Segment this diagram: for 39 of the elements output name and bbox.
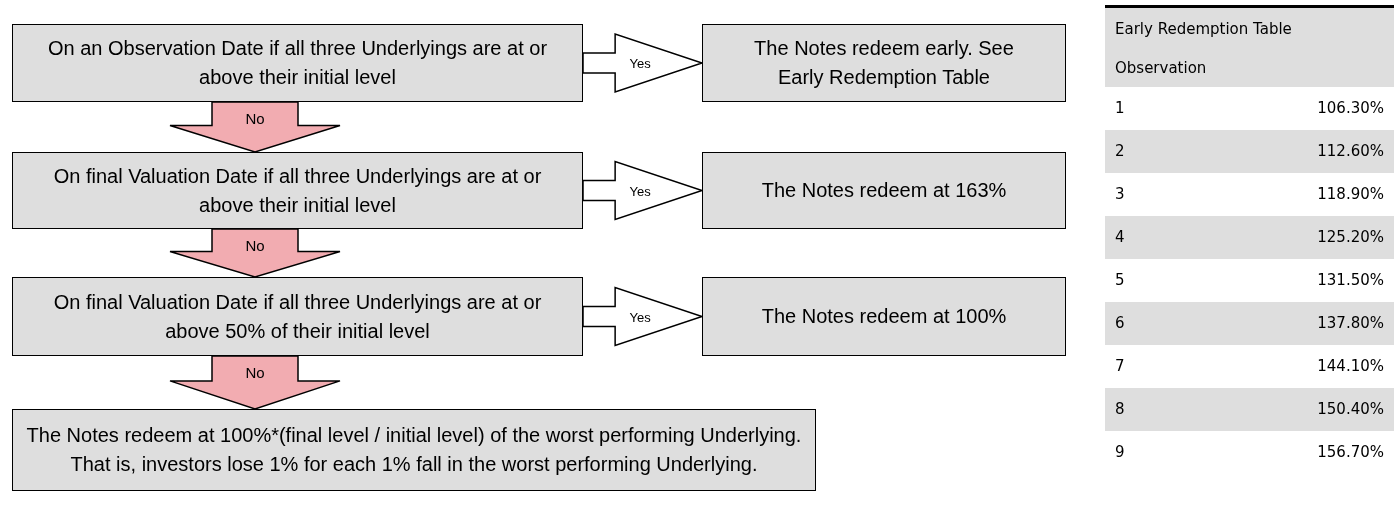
table-cell-text: 5 [1115, 270, 1125, 292]
table-cell-text: 7 [1115, 356, 1125, 378]
table-cell-text: 156.70% [1317, 442, 1384, 464]
process-box: The Notes redeem at 100%*(final level / initial level) of the worst performing Underlying. That is, investors lose 1% for each 1% fall in the worst performing Underlying. [12, 409, 816, 491]
process-box: The Notes redeem early. See Early Redemption Table [702, 24, 1066, 102]
table-cell-text: 2 [1115, 141, 1125, 163]
edge-label: Yes [629, 184, 651, 197]
block-arrow [582, 160, 705, 221]
process-box: The Notes redeem at 163% [702, 152, 1066, 229]
edge-label: No [245, 364, 265, 380]
table-cell-text: 144.10% [1317, 356, 1384, 378]
table-cell-text: 8 [1115, 399, 1125, 421]
table-cell-text: 9 [1115, 442, 1125, 464]
table-cell-text: 125.20% [1317, 227, 1384, 249]
block-arrow [582, 286, 705, 347]
table-cell-text: 137.80% [1317, 313, 1384, 335]
block-arrow [582, 32, 705, 94]
table-cell-text: 106.30% [1317, 98, 1384, 120]
table-header: Early Redemption Table [1115, 19, 1293, 40]
block-arrow [169, 228, 341, 278]
edge-label: No [245, 237, 265, 253]
process-box: The Notes redeem at 100% [702, 277, 1066, 356]
process-box: On final Valuation Date if all three Underlyings are at or above 50% of their initial level [12, 277, 583, 356]
edge-label: No [245, 110, 265, 126]
table-cell-text: 112.60% [1317, 141, 1384, 163]
block-arrow [169, 355, 341, 410]
table-cell-text: 118.90% [1317, 184, 1384, 206]
process-box: On final Valuation Date if all three Underlyings are at or above their initial level [12, 152, 583, 229]
table-cell-text: 3 [1115, 184, 1125, 206]
table-cell-text: 150.40% [1317, 399, 1384, 421]
process-box: On an Observation Date if all three Underlyings are at or above their initial level [12, 24, 583, 102]
table-cell-text: 1 [1115, 98, 1125, 120]
table-cell-text: 6 [1115, 313, 1125, 335]
table-cell-text: 131.50% [1317, 270, 1384, 292]
edge-label: Yes [629, 310, 651, 323]
table-cell-text: 4 [1115, 227, 1125, 249]
block-arrow [169, 101, 341, 153]
table-header: Observation [1115, 57, 1208, 79]
edge-label: Yes [629, 56, 651, 70]
